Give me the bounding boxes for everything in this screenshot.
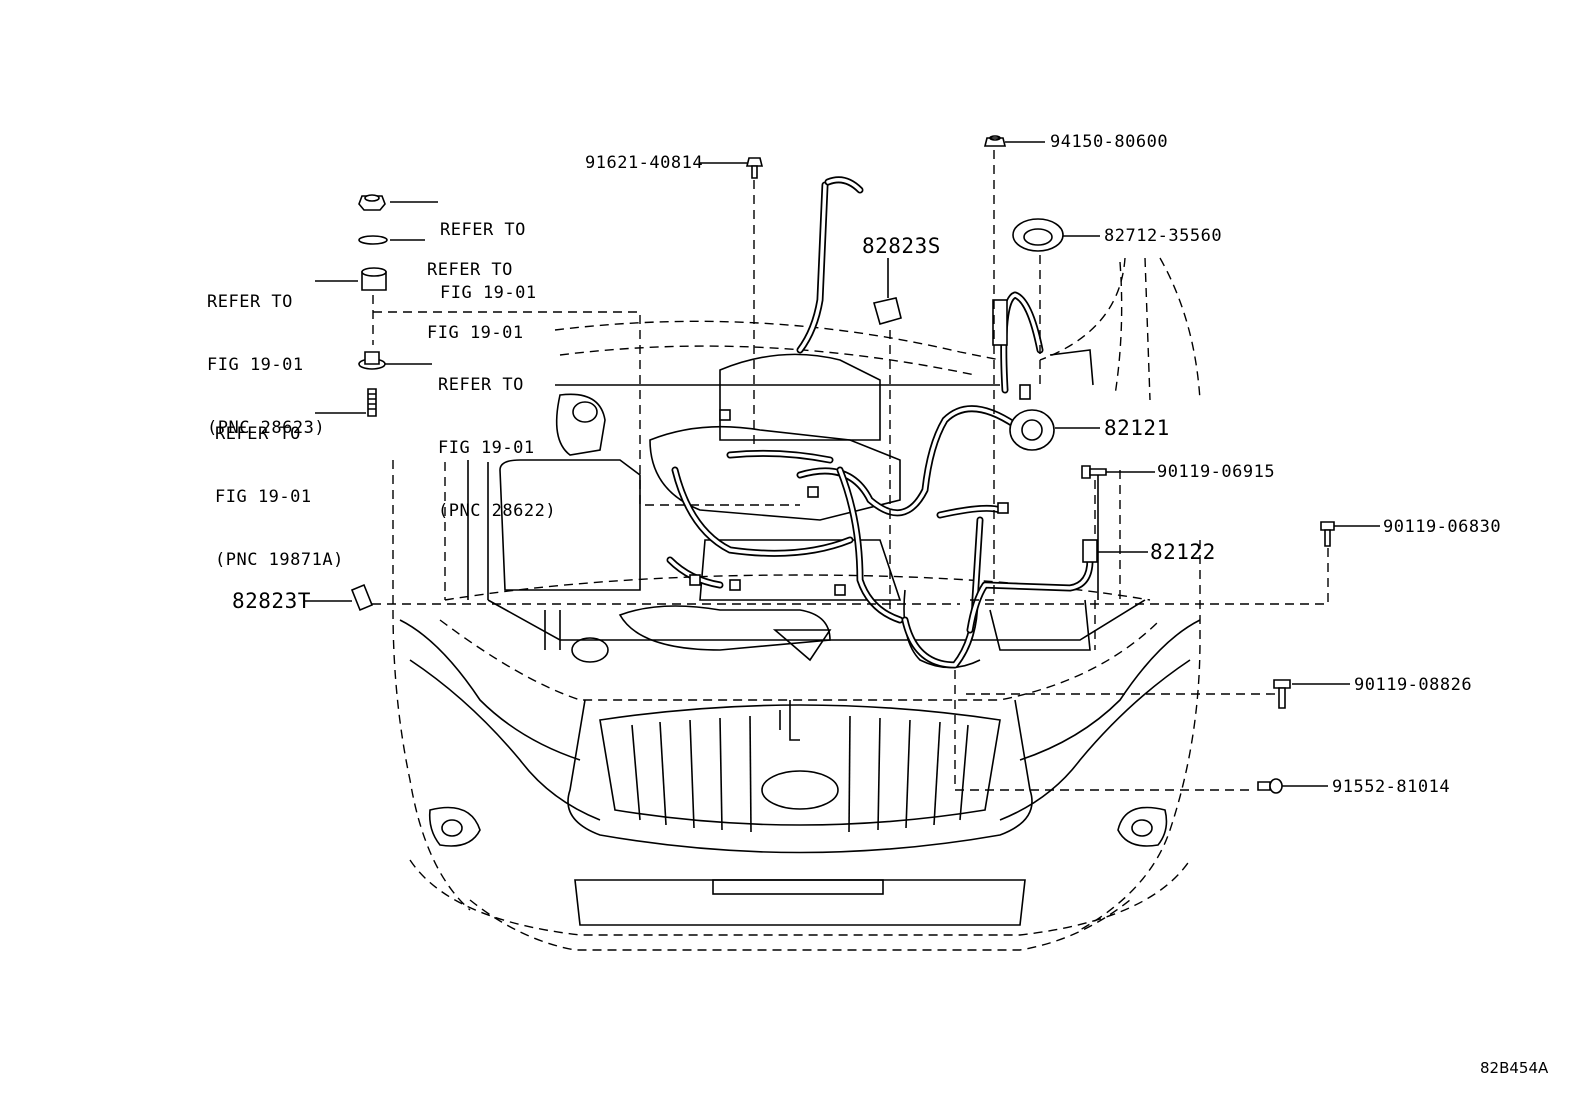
- ref-label-nut: REFER TO FIG 19-01: [440, 178, 537, 325]
- ref-label-cushion: REFER TO FIG 19-01 (PNC 28623): [207, 250, 325, 460]
- part-label-grommet: 82712-35560: [1104, 226, 1223, 246]
- ref-line: FIG 19-01: [215, 487, 312, 507]
- part-label-bolt-90119-08826: 90119-08826: [1354, 675, 1473, 695]
- ref-line: FIG 19-01: [427, 323, 524, 343]
- ref-label-stud: REFER TO FIG 19-01 (PNC 19871A): [215, 382, 344, 592]
- ref-line: FIG 19-01: [438, 438, 535, 458]
- ref-line: REFER TO: [438, 375, 524, 395]
- ref-line: (PNC 28623): [207, 418, 326, 438]
- washer-icon: [358, 235, 388, 245]
- nut-icon: [358, 194, 386, 211]
- bolt-icon-91621-40814: [745, 157, 764, 179]
- wire-harness-82122: [966, 539, 1098, 634]
- stud-icon: [367, 388, 377, 417]
- part-label-harness-82122: 82122: [1150, 540, 1216, 564]
- ref-line: (PNC 28622): [438, 501, 557, 521]
- grille-bars: [631, 715, 969, 833]
- part-label-clamp-82823s: 82823S: [862, 234, 941, 258]
- ref-line: (PNC 19871A): [215, 550, 344, 570]
- ref-line: REFER TO: [215, 424, 301, 444]
- grommet-82712-35560: [1009, 218, 1064, 451]
- cushion-icon: [361, 267, 387, 291]
- clamp-icon-82823t: [350, 583, 374, 612]
- ref-line: REFER TO: [207, 292, 293, 312]
- clamp-icon-82823s: [872, 297, 902, 325]
- engine-bay: [499, 353, 1091, 669]
- part-label-nut-right: 94150-80600: [1050, 132, 1169, 152]
- ref-label-washer: REFER TO FIG 19-01: [427, 218, 524, 365]
- part-label-nut-91552-81014: 91552-81014: [1332, 777, 1451, 797]
- bolt-icon-90119-06830: [1320, 521, 1335, 547]
- ref-line: FIG 19-01: [440, 283, 537, 303]
- part-label-bolt-90119-06830: 90119-06830: [1383, 517, 1502, 537]
- part-label-bolt-top: 91621-40814: [585, 153, 704, 173]
- nut-icon-94150-80600: [983, 135, 1007, 147]
- diagram-code: 82B454A: [1480, 1059, 1549, 1077]
- bolt-icon-90119-08826: [1273, 679, 1291, 709]
- nut-icon-91552-81014: [1257, 778, 1283, 794]
- ref-line: REFER TO: [440, 220, 526, 240]
- part-label-clamp-82823t: 82823T: [232, 589, 311, 613]
- ref-label-collar: REFER TO FIG 19-01 (PNC 28622): [438, 333, 556, 543]
- part-label-bolt-90119-06915: 90119-06915: [1157, 462, 1276, 482]
- emblem: [761, 770, 839, 810]
- reference-dashed-lines: [372, 150, 1329, 791]
- ref-line: FIG 19-01: [207, 355, 304, 375]
- part-label-harness-82121: 82121: [1104, 416, 1170, 440]
- leader-lines: [304, 141, 1380, 787]
- ref-line: REFER TO: [427, 260, 513, 280]
- collar-icon: [358, 351, 386, 370]
- bolt-icon-90119-06915: [1081, 465, 1107, 479]
